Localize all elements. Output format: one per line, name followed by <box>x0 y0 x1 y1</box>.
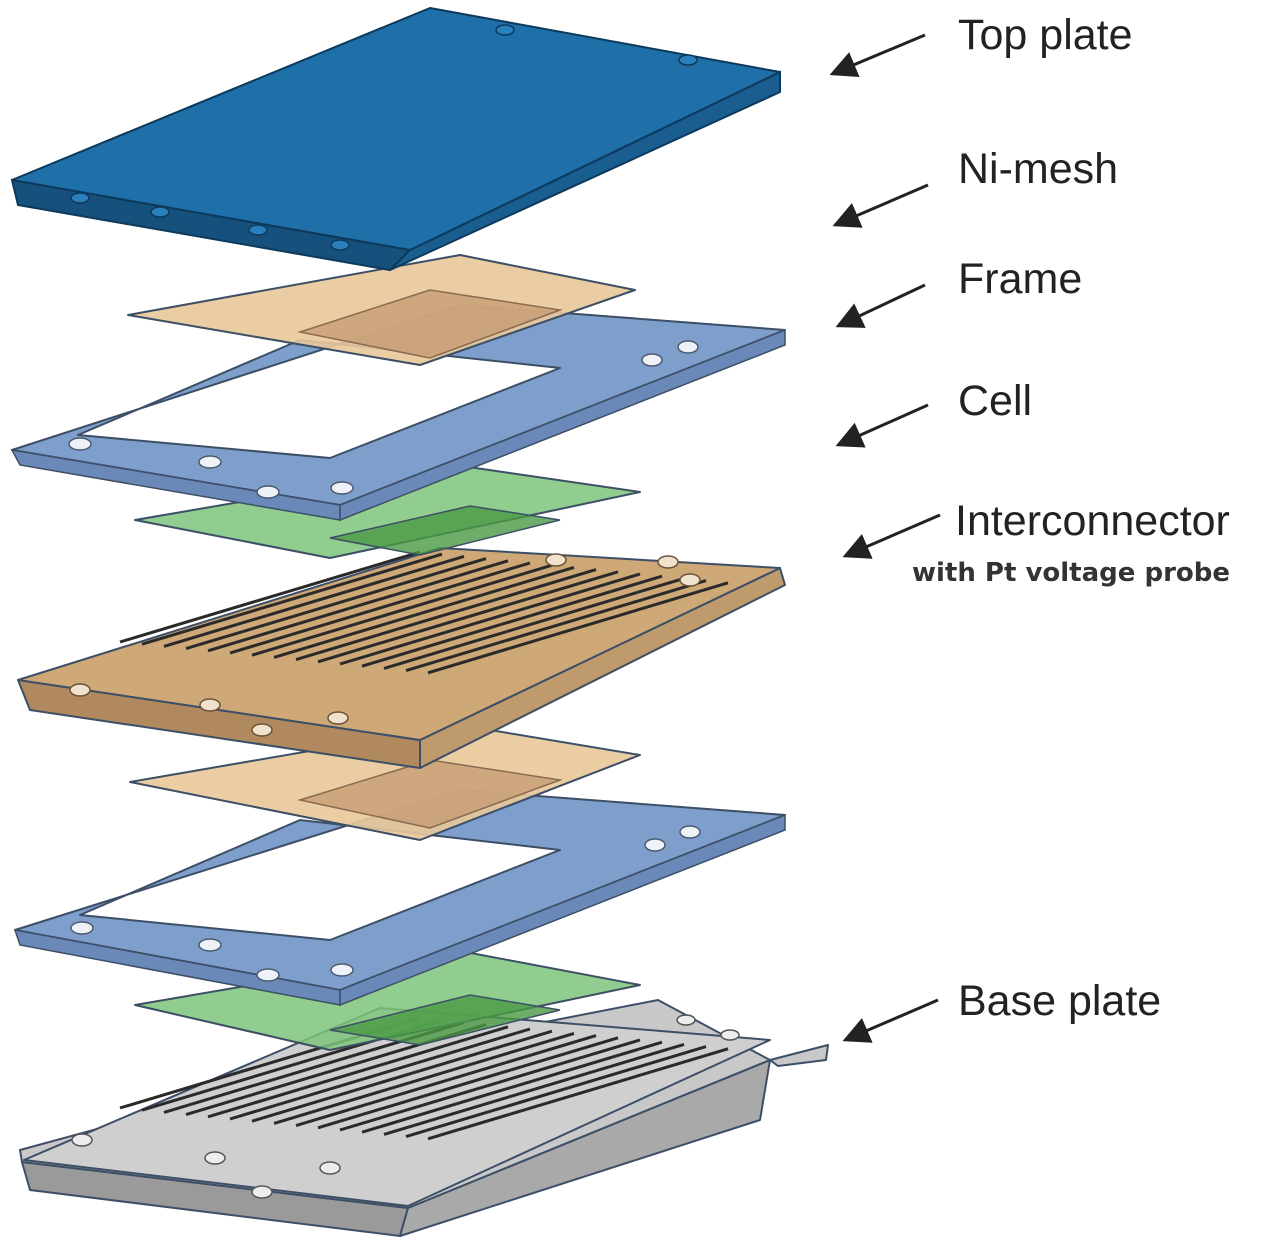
channel-line <box>361 1040 663 1134</box>
channel-line <box>273 1031 575 1125</box>
top-plate-top <box>11 7 781 251</box>
arrow-base-plate <box>842 998 939 1043</box>
channel-line <box>427 581 729 675</box>
channel-line <box>119 550 421 644</box>
channel-line <box>339 572 641 666</box>
interconnector-channels <box>119 550 729 675</box>
channel-line <box>427 1047 729 1141</box>
label-top-plate: Top plate <box>958 11 1133 59</box>
channel-line <box>273 565 575 659</box>
channel-line <box>405 1045 707 1139</box>
ni-mesh-upper-tab <box>329 505 561 556</box>
base-plate-holes <box>71 1014 740 1199</box>
channel-line <box>317 1036 619 1130</box>
channel-line <box>295 1034 597 1128</box>
channel-line <box>405 579 707 673</box>
base-plate-layer <box>19 999 829 1237</box>
base-plate-channels <box>119 1016 729 1141</box>
cell-upper <box>10 304 786 522</box>
channel-line <box>229 1027 531 1121</box>
channel-line <box>339 1038 641 1132</box>
channel-line <box>141 552 443 646</box>
interconnector-top <box>17 547 781 741</box>
cell-lower <box>13 789 786 1007</box>
interconnector-layer <box>17 547 786 769</box>
ni-mesh-lower-tab <box>329 994 561 1046</box>
label-ni-mesh: Ni-mesh <box>958 145 1119 193</box>
channel-line <box>251 1029 553 1123</box>
channel-line <box>229 561 531 655</box>
frame-lower-inner <box>297 759 563 829</box>
arrow-interconnector <box>842 513 941 559</box>
label-frame: Frame <box>958 255 1083 303</box>
frame-upper-inner <box>297 289 563 359</box>
arrow-frame <box>835 283 926 328</box>
channel-line <box>361 574 663 668</box>
channel-line <box>317 570 619 664</box>
label-interconnector-note: with Pt voltage probe <box>912 558 1230 588</box>
channel-line <box>383 1042 685 1136</box>
label-cell: Cell <box>958 377 1033 425</box>
channel-line <box>185 557 487 651</box>
arrow-top-plate <box>829 33 926 78</box>
label-interconnector: Interconnector <box>955 497 1230 545</box>
channel-line <box>383 576 685 670</box>
channel-line <box>251 563 553 657</box>
label-base-plate: Base plate <box>958 977 1162 1025</box>
channel-line <box>163 554 465 648</box>
arrow-cell <box>835 403 929 448</box>
arrow-ni-mesh <box>832 183 929 228</box>
channel-line <box>207 1025 509 1119</box>
channel-line <box>295 568 597 662</box>
channel-line <box>207 559 509 653</box>
top-plate-layer <box>10 7 781 272</box>
